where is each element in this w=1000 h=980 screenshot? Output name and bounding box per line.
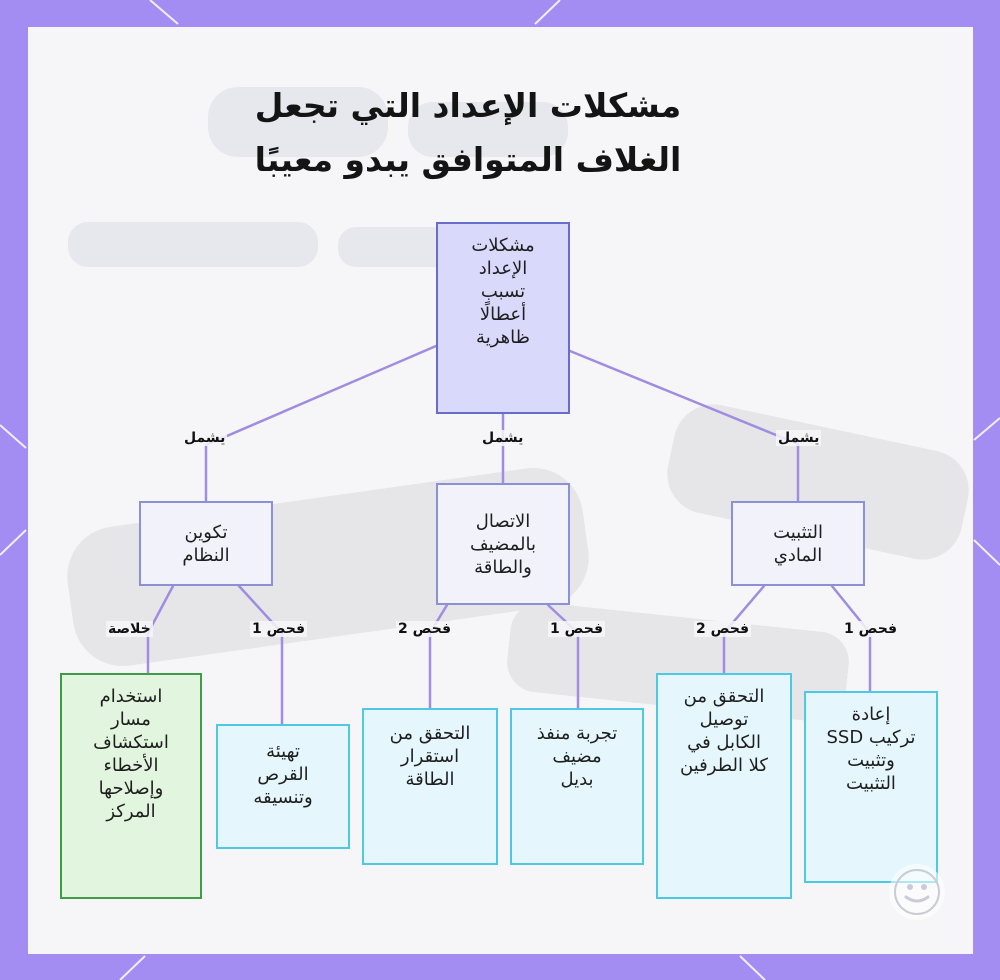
edge-system-init [237, 584, 284, 726]
edge-label-check1-right: فحص 1 [842, 621, 899, 637]
edge-label-includes-left: يشمل [182, 430, 228, 446]
diagram-card: مشكلات الإعداد التي تجعل الغلاف المتوافق… [28, 27, 973, 954]
node-system-config: تكوين النظام [139, 501, 273, 586]
edge-physical-reseat [830, 584, 872, 693]
node-reseat-ssd: إعادة تركيب SSD وتثبيت التثبيت [804, 691, 938, 883]
node-try-port: تجربة منفذ مضيف بديل [510, 708, 644, 865]
background-photo-blur [67, 87, 969, 722]
watermark-logo-icon [889, 864, 945, 920]
edge-root-physical [568, 349, 800, 503]
node-check-power: التحقق من استقرار الطاقة [362, 708, 498, 865]
edge-label-check1-mid: فحص 1 [548, 621, 605, 637]
edge-label-check2-right: فحص 2 [694, 621, 751, 637]
edge-label-conclusion: خلاصة [106, 621, 153, 637]
diagram-title: مشكلات الإعداد التي تجعل الغلاف المتوافق… [218, 79, 718, 187]
title-line-2: الغلاف المتوافق يبدو معيبًا [254, 140, 682, 179]
node-init-disk: تهيئة القرص وتنسيقه [216, 724, 350, 849]
title-line-1: مشكلات الإعداد التي تجعل [254, 86, 682, 125]
node-root: مشكلات الإعداد تسبب أعطالًا ظاهرية [436, 222, 570, 414]
node-troubleshoot-conclusion: استخدام مسار استكشاف الأخطاء وإصلاحها ال… [60, 673, 202, 899]
node-host-power: الاتصال بالمضيف والطاقة [436, 483, 570, 605]
edge-root-system [204, 344, 438, 503]
node-physical-install: التثبيت المادي [731, 501, 865, 586]
edge-label-check2-mid: فحص 2 [396, 621, 453, 637]
edge-label-includes-mid: يشمل [480, 430, 526, 446]
edge-label-check1-left: فحص 1 [250, 621, 307, 637]
edge-label-includes-right: يشمل [776, 430, 822, 446]
node-check-cable: التحقق من توصيل الكابل في كلا الطرفين [656, 673, 792, 899]
